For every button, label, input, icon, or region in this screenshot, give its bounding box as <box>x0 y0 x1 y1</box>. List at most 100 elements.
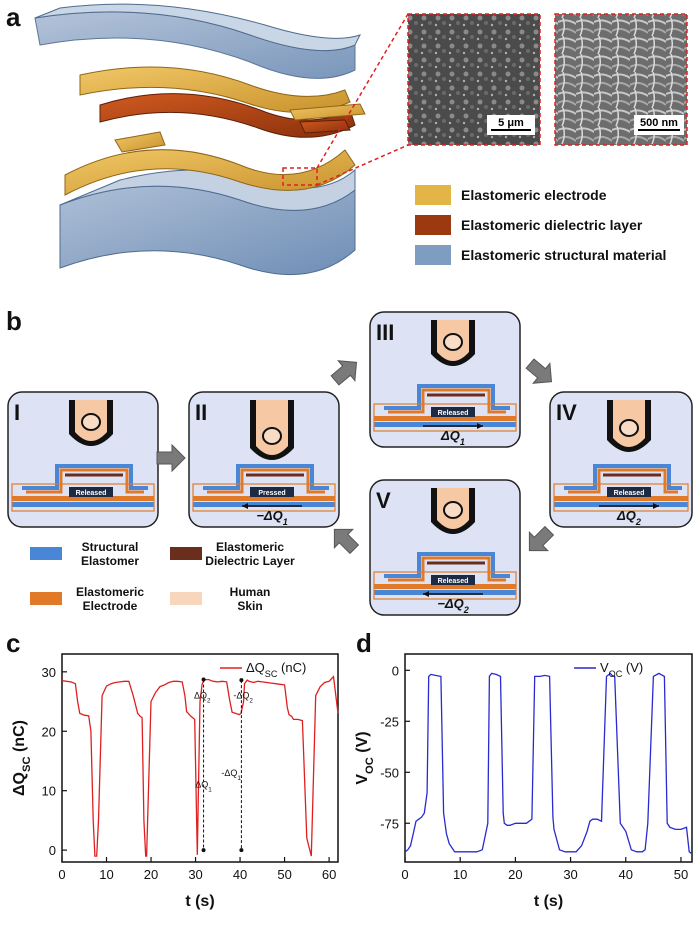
fingernail <box>443 501 463 519</box>
stage-numeral: III <box>376 320 394 345</box>
top-structural-layer <box>384 384 510 410</box>
charge-label: −ΔQ1 <box>256 508 288 527</box>
annotation-label: -ΔQ1 <box>221 768 241 782</box>
panel-letter-d: d <box>356 628 372 658</box>
legend-label-line2: Electrode <box>83 599 138 613</box>
substrate-outline <box>11 483 155 512</box>
legend-label: ΔQSC (nC) <box>246 660 306 679</box>
x-tick-label: 20 <box>144 867 158 882</box>
state-label-box <box>607 487 651 497</box>
legend-label: Elastomeric electrode <box>461 187 607 203</box>
y-tick-label: 0 <box>392 663 399 678</box>
sem-scale-label-1: 5 μm <box>498 117 524 129</box>
top-structural-layer <box>203 464 329 490</box>
panel-a-figure: 5 μm 500 nm <box>34 3 688 276</box>
base-electrode-layer <box>12 496 154 501</box>
annotation-label: ΔQ1 <box>195 780 212 794</box>
transition-arrow <box>528 525 555 552</box>
legend-label-line1: Human <box>230 585 271 599</box>
x-tick-label: 10 <box>99 867 113 882</box>
legend-label: Elastomeric structural material <box>461 247 667 263</box>
substrate-outline <box>373 571 517 600</box>
fingernail <box>262 427 282 445</box>
x-tick-label: 40 <box>233 867 247 882</box>
x-tick-label: 30 <box>188 867 202 882</box>
series-line <box>404 672 693 855</box>
transition-arrow <box>525 358 553 384</box>
x-tick-label: 20 <box>508 867 522 882</box>
x-tick-label: 30 <box>563 867 577 882</box>
base-structural-layer <box>554 502 688 507</box>
legend-label-line2: Dielectric Layer <box>205 554 295 568</box>
zoom-region-marker <box>282 167 318 186</box>
top-electrode-layer <box>79 66 366 121</box>
plot-frame <box>404 653 693 863</box>
base-electrode-layer <box>374 416 516 421</box>
legend-label-line2: Skin <box>237 599 262 613</box>
legend-swatch <box>415 215 451 235</box>
arrow-head <box>423 591 429 597</box>
x-axis-label: t (s) <box>534 893 563 910</box>
top-electrode-layer <box>568 468 678 494</box>
legend-label: VOC (V) <box>600 660 643 679</box>
legend-label-line2: Elastomer <box>81 554 139 568</box>
x-tick-label: 60 <box>322 867 336 882</box>
y-tick-label: -75 <box>380 816 399 831</box>
panel-letter-c: c <box>6 628 21 658</box>
legend-swatch <box>415 245 451 265</box>
y-tick-label: 20 <box>42 724 56 739</box>
base-structural-layer <box>374 590 516 595</box>
top-structural-layer <box>384 552 510 578</box>
transition-arrow <box>156 443 186 473</box>
top-electrode-layer <box>388 388 506 414</box>
substrate-outline <box>373 403 517 432</box>
legend-label-line1: Structural <box>82 540 139 554</box>
top-electrode-layer <box>207 468 325 494</box>
state-label: Released <box>438 410 469 417</box>
arrow-head <box>653 503 659 509</box>
y-axis-label: VOC (V) <box>354 731 376 784</box>
charge-label: −ΔQ2 <box>437 596 469 615</box>
transition-arrow <box>330 360 358 386</box>
y-tick-label: -50 <box>380 765 399 780</box>
state-label-box <box>431 575 475 585</box>
annotation-point <box>239 848 244 853</box>
top-structural-layer <box>22 464 148 490</box>
x-tick-label: 50 <box>674 867 688 882</box>
stage-numeral: V <box>376 488 391 513</box>
annotation-point <box>201 677 206 682</box>
y-tick-label: 10 <box>42 784 56 799</box>
panel-b-mechanism: IReleasedIIPressed−ΔQ1IIIReleasedΔQ1IVRe… <box>7 311 693 616</box>
stage-numeral: I <box>14 400 20 425</box>
fingernail <box>81 413 101 431</box>
base-structural-layer <box>12 502 154 507</box>
panel-letter-b: b <box>6 306 22 336</box>
plot-frame <box>61 653 339 863</box>
legend-swatch <box>170 547 202 560</box>
charge-label: ΔQ2 <box>616 508 641 527</box>
base-electrode-layer <box>374 584 516 589</box>
state-label-box <box>431 407 475 417</box>
annotation-point <box>201 848 206 853</box>
legend-swatch <box>415 185 451 205</box>
y-tick-label: 30 <box>42 665 56 680</box>
y-tick-label: 0 <box>49 843 56 858</box>
base-structural-layer <box>193 502 335 507</box>
sem-scale-label-2: 500 nm <box>640 117 678 129</box>
panel-letter-a: a <box>6 2 21 32</box>
legend-label-line1: Elastomeric <box>76 585 144 599</box>
base-electrode-layer <box>193 496 335 501</box>
series-line <box>61 675 339 857</box>
stage-numeral: II <box>195 400 207 425</box>
arrow-head <box>477 423 483 429</box>
x-tick-label: 40 <box>619 867 633 882</box>
x-tick-label: 10 <box>453 867 467 882</box>
